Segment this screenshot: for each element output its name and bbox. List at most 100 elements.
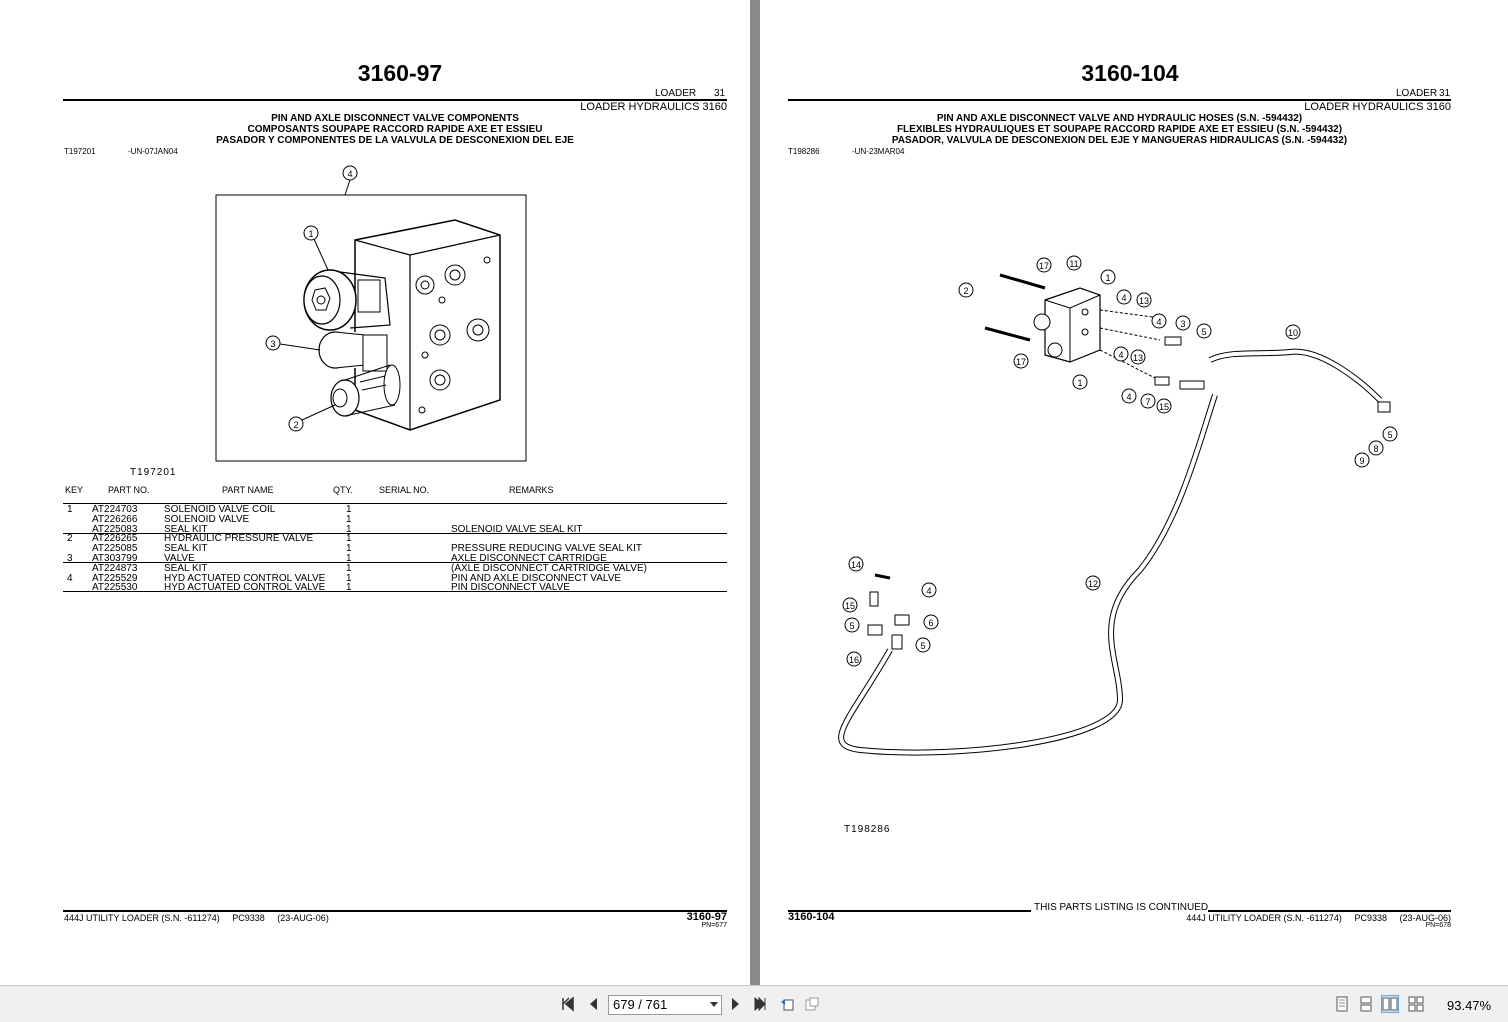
col-qty: QTY. xyxy=(333,485,353,495)
heading-es: PASADOR Y COMPONENTES DE LA VALVULA DE D… xyxy=(216,135,574,146)
next-page-icon[interactable] xyxy=(728,996,744,1012)
group-rule xyxy=(63,562,727,563)
page-indicator: 679 / 761 xyxy=(613,997,668,1012)
last-page-icon[interactable] xyxy=(752,996,768,1012)
figure-caption: T198286 xyxy=(844,824,891,835)
heading-es: PASADOR, VALVULA DE DESCONEXION DEL EJE … xyxy=(891,135,1348,146)
figure-date: -UN-07JAN04 xyxy=(128,147,178,156)
footer-page: 3160-97 xyxy=(686,911,727,923)
row-key: 1 xyxy=(67,504,73,515)
callout-label: 5 xyxy=(1201,327,1206,337)
col-key: KEY xyxy=(65,485,84,495)
footer-pc: PC9338 xyxy=(232,913,265,923)
callout-label: 5 xyxy=(1387,430,1392,440)
callout-label: 1 xyxy=(1077,378,1082,388)
footer-page: 3160-104 xyxy=(788,911,835,923)
footer-model-text: 444J UTILITY LOADER (S.N. -611274) xyxy=(64,913,220,923)
table-row: AT226266 SOLENOID VALVE 1 xyxy=(0,513,750,525)
row-remarks: PIN DISCONNECT VALVE xyxy=(451,582,570,594)
col-serial: SERIAL NO. xyxy=(379,485,430,495)
two-page-continuous-icon[interactable] xyxy=(1408,996,1424,1012)
callout-label: 5 xyxy=(920,641,925,651)
section-name: LOADER xyxy=(1396,88,1438,99)
col-part-no: PART NO. xyxy=(108,485,150,495)
row-part-name: SOLENOID VALVE xyxy=(164,513,250,525)
footer-rule xyxy=(63,910,727,912)
row-qty: 1 xyxy=(346,562,352,574)
single-page-icon[interactable] xyxy=(1334,996,1350,1012)
prev-page-icon[interactable] xyxy=(585,996,601,1012)
row-part-no: AT224873 xyxy=(92,562,138,574)
callout-label: 6 xyxy=(928,618,933,628)
callout-label: 2 xyxy=(293,420,298,430)
callout-label: 1 xyxy=(308,229,313,239)
row-remarks: PIN AND AXLE DISCONNECT VALVE xyxy=(451,572,622,584)
dropdown-icon[interactable] xyxy=(710,1002,718,1008)
figure-id: T197201 xyxy=(64,147,96,156)
row-part-name: SEAL KIT xyxy=(164,562,208,574)
table-rule xyxy=(63,503,727,504)
row-qty: 1 xyxy=(346,572,352,584)
footer-date: (23-AUG-06) xyxy=(1399,913,1451,923)
row-qty: 1 xyxy=(346,553,352,564)
row-part-no: AT225085 xyxy=(92,543,138,555)
group-name: LOADER HYDRAULICS 3160 xyxy=(1304,101,1451,113)
callout-label: 4 xyxy=(1121,293,1126,303)
row-key: 3 xyxy=(67,553,73,564)
row-key: 2 xyxy=(67,533,73,545)
callout-label: 5 xyxy=(849,621,854,631)
two-page-icon[interactable] xyxy=(1381,995,1399,1013)
callout-label: 15 xyxy=(845,601,855,611)
row-part-no: AT226266 xyxy=(92,513,138,525)
group-rule xyxy=(63,591,727,592)
row-qty: 1 xyxy=(346,504,352,515)
row-qty: 1 xyxy=(346,582,352,594)
row-qty: 1 xyxy=(346,543,352,555)
row-part-no: AT225529 xyxy=(92,572,138,584)
callout-label: 11 xyxy=(1069,259,1078,269)
callout-label: 4 xyxy=(926,586,931,596)
row-part-no: AT225083 xyxy=(92,523,138,535)
callout-label: 17 xyxy=(1016,357,1026,367)
row-part-name: SEAL KIT xyxy=(164,543,208,555)
row-part-no: AT225530 xyxy=(92,582,138,594)
callout-label: 3 xyxy=(1180,319,1185,329)
callout-label: 17 xyxy=(1039,261,1049,271)
row-part-name: SEAL KIT xyxy=(164,523,208,535)
page-number-input[interactable]: 679 / 761 xyxy=(608,995,722,1015)
go-back-icon[interactable] xyxy=(779,996,795,1012)
heading-en: PIN AND AXLE DISCONNECT VALVE AND HYDRAU… xyxy=(936,113,1303,124)
zoom-level[interactable]: 93.47% xyxy=(1447,998,1492,1013)
row-part-name: HYD ACTUATED CONTROL VALVE xyxy=(164,572,326,584)
group-rule xyxy=(63,533,727,534)
row-part-no: AT303799 xyxy=(92,553,138,564)
row-qty: 1 xyxy=(346,533,352,545)
page-title: 3160-97 xyxy=(357,60,443,86)
callout-label: 15 xyxy=(1159,402,1169,412)
go-forward-icon[interactable] xyxy=(804,996,820,1012)
row-part-name: HYDRAULIC PRESSURE VALVE xyxy=(164,533,314,545)
row-remarks: SOLENOID VALVE SEAL KIT xyxy=(451,523,583,535)
footer-model: 444J UTILITY LOADER (S.N. -611274) PC933… xyxy=(64,913,329,923)
row-part-no: AT226265 xyxy=(92,533,138,545)
pdf-toolbar: 679 / 761 93.47% xyxy=(0,985,1508,1022)
row-qty: 1 xyxy=(346,513,352,525)
continuous-page-icon[interactable] xyxy=(1358,996,1374,1012)
hose-illustration: 17 11 1 2 4 13 4 3 5 10 17 4 13 1 4 7 15… xyxy=(838,255,1398,756)
callout-label: 16 xyxy=(849,655,859,665)
footer-rule xyxy=(1208,910,1451,912)
callout-label: 14 xyxy=(851,560,861,570)
row-remarks: AXLE DISCONNECT CARTRIDGE xyxy=(451,553,607,564)
callout-label: 9 xyxy=(1359,456,1364,466)
footer-model: 444J UTILITY LOADER (S.N. -611274) PC933… xyxy=(1140,913,1451,923)
callout-label: 12 xyxy=(1088,579,1098,589)
first-page-icon[interactable] xyxy=(560,996,576,1012)
callout-label: 10 xyxy=(1288,328,1298,338)
footer-model-text: 444J UTILITY LOADER (S.N. -611274) xyxy=(1186,913,1342,923)
right-page: 3160-104 LOADER 3 1 LOADER HYDRAULICS 316… xyxy=(760,0,1508,985)
